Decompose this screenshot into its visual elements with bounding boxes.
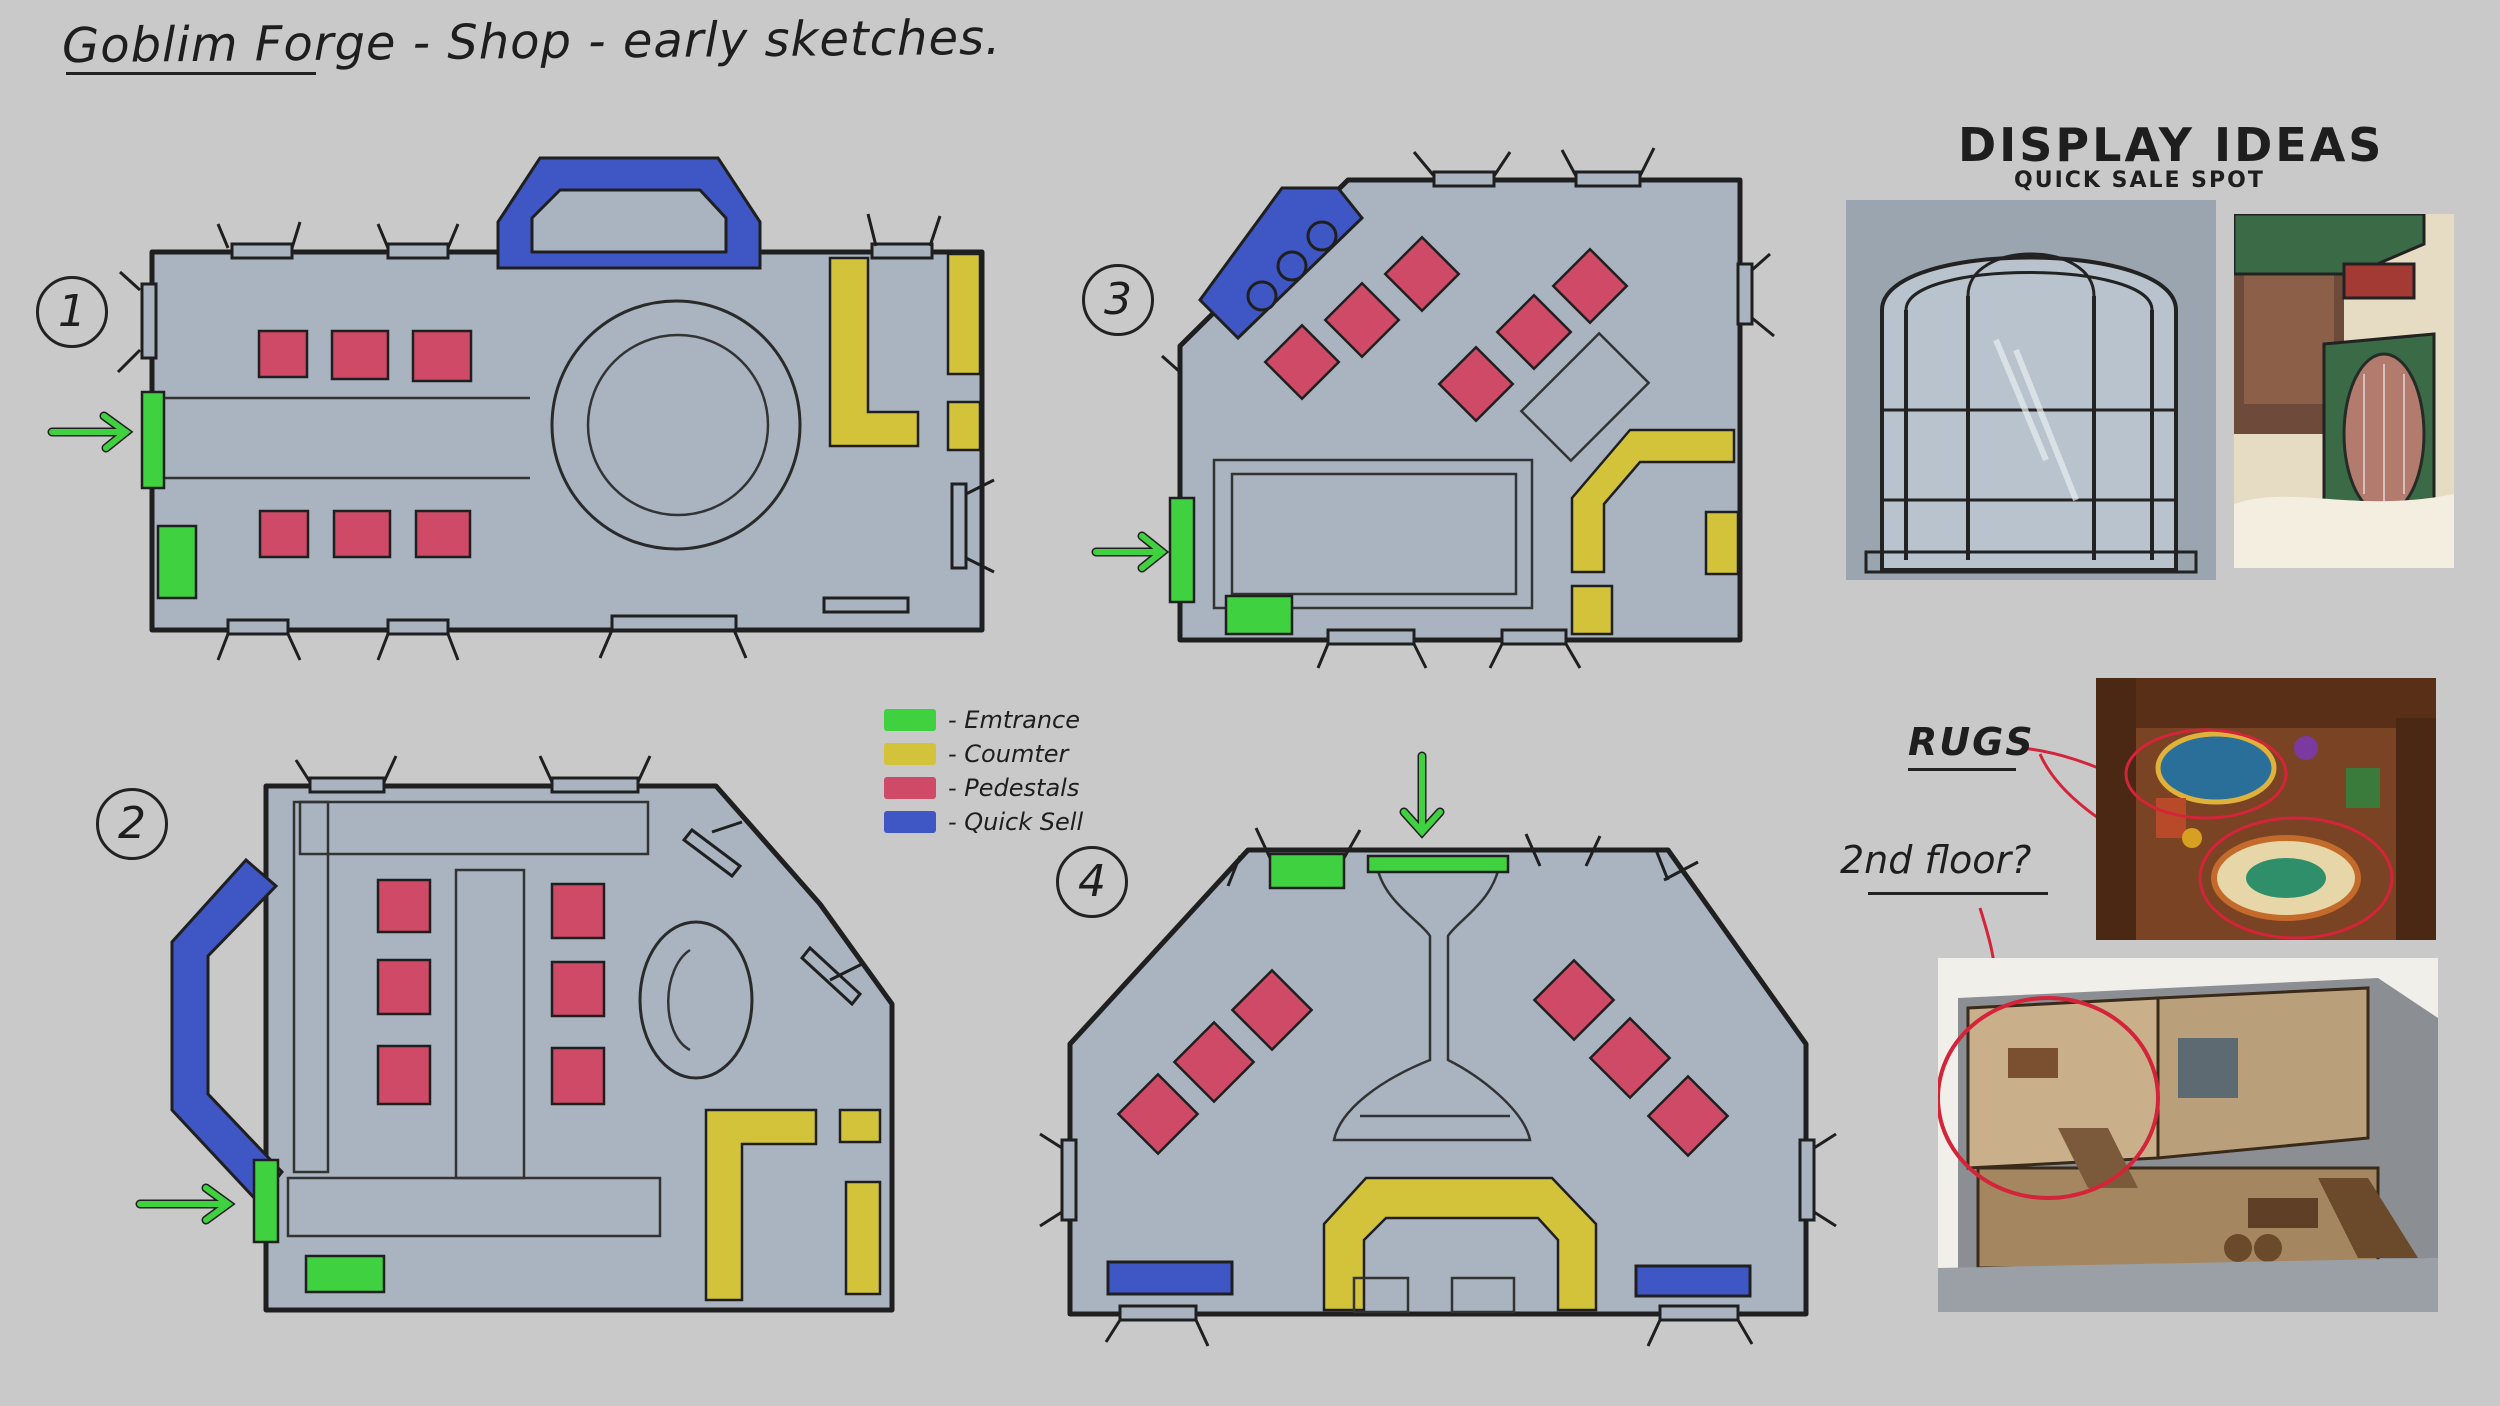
legend-label: - Coumter [948, 740, 1069, 768]
rugs-reference-image [2096, 678, 2436, 940]
rugs-game-screenshot [2096, 678, 2436, 940]
plan-number-1: 1 [36, 276, 108, 348]
rugs-underline [1908, 768, 2016, 771]
plan-number-3: 3 [1082, 264, 1154, 336]
display-ideas-title: DISPLAY IDEAS [1958, 118, 2385, 172]
quick-sell-area [170, 857, 284, 1205]
legend-item-counter: - Coumter [884, 737, 1083, 771]
pedestal-swatch [884, 777, 936, 799]
plan-1 [47, 156, 995, 661]
legend-label: - Quick Sell [948, 808, 1084, 836]
second-floor-note: 2nd floor? [1840, 838, 2032, 882]
plan-number-2: 2 [96, 788, 168, 860]
legend-item-entrance: - Emtrance [884, 703, 1083, 737]
kiosk-reference-image [2234, 214, 2454, 568]
rugs-note: RUGS [1908, 720, 2035, 764]
legend-label: - Pedestals [948, 774, 1080, 802]
entrance-swatch [884, 709, 936, 731]
legend-item-pedestals: - Pedestals [884, 771, 1083, 805]
title-underline [66, 72, 316, 75]
plan-4 [1039, 751, 1837, 1347]
window-sketch-image [1846, 200, 2216, 580]
quick-sell-swatch [884, 811, 936, 833]
plan-number-4: 4 [1056, 846, 1128, 918]
window-reference-sketch [1846, 200, 2216, 580]
kiosk-illustration [2234, 214, 2454, 568]
quick-sell-area [1106, 1260, 1234, 1296]
counter-swatch [884, 743, 936, 765]
plan-3 [1091, 147, 1775, 669]
house-cutaway-illustration [1938, 958, 2438, 1312]
legend: - Emtrance - Coumter - Pedestals - Quick… [884, 703, 1083, 839]
display-ideas-subtitle: QUICK SALE SPOT [2014, 168, 2265, 193]
legend-item-quick-sell: - Quick Sell [884, 805, 1083, 839]
house-cutaway-reference-image [1938, 958, 2438, 1312]
legend-label: - Emtrance [948, 706, 1080, 734]
second-floor-underline [1868, 892, 2048, 895]
plan-2 [135, 755, 895, 1313]
